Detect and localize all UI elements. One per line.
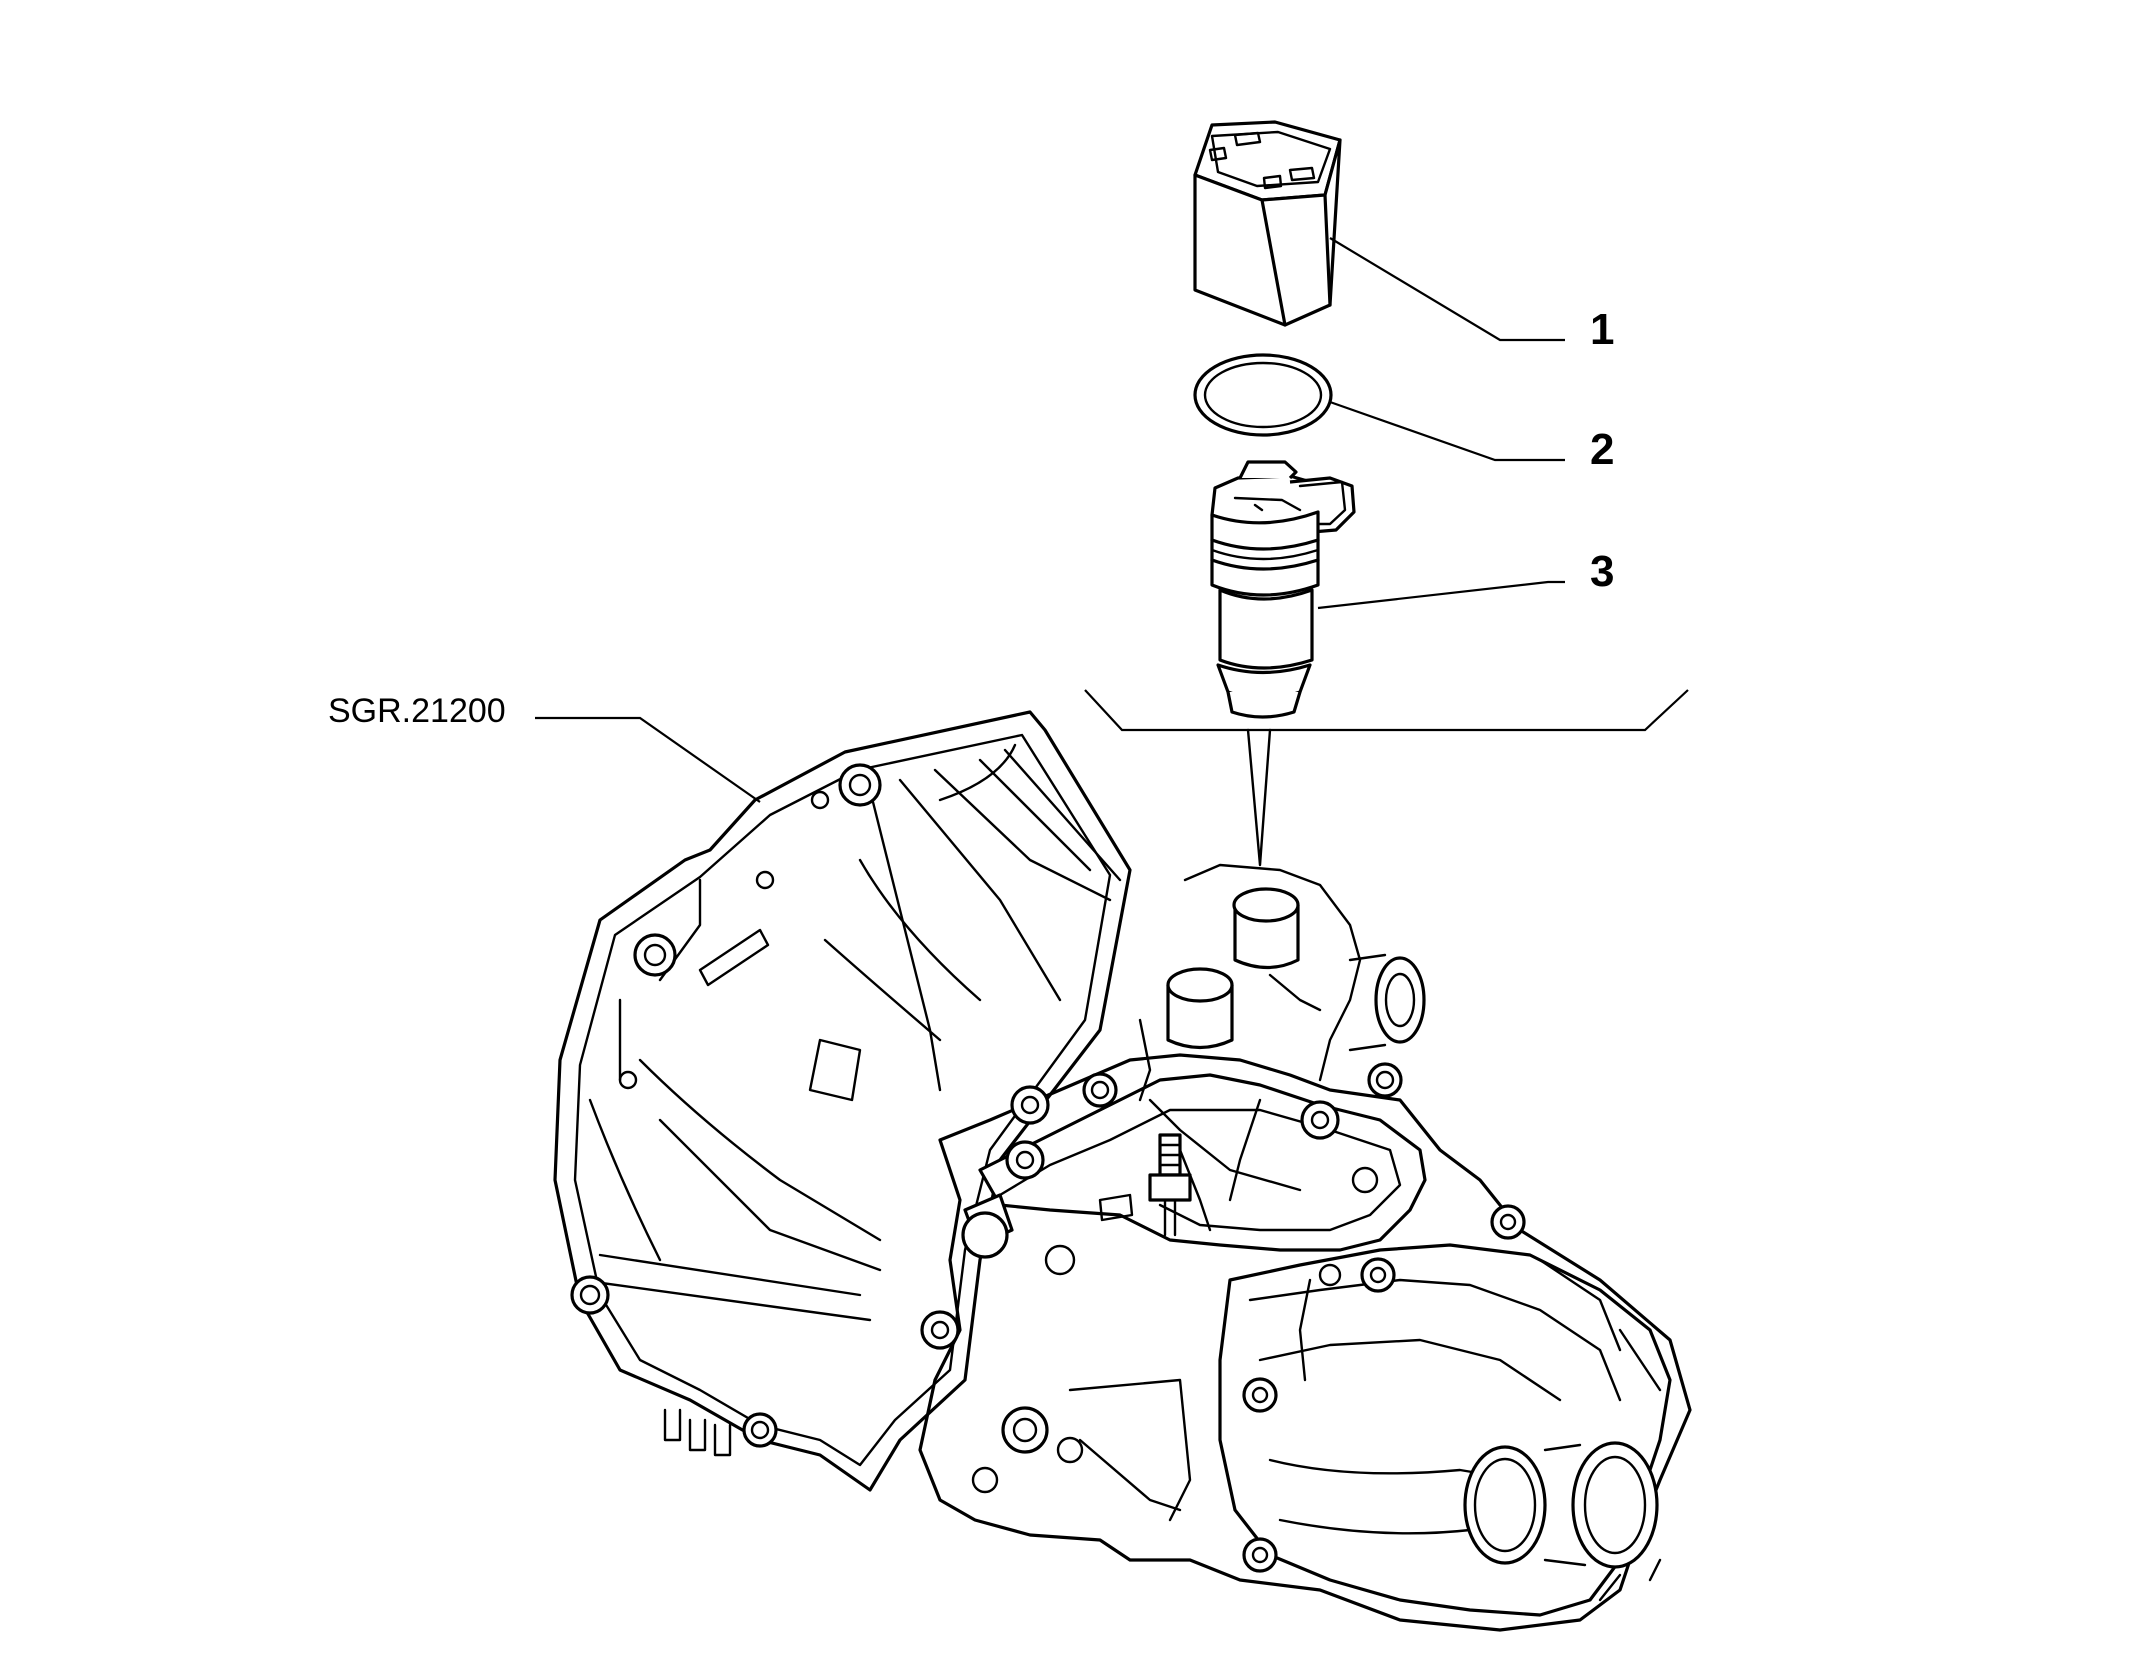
reference-label: SGR.21200 [328, 692, 506, 730]
gearbox-housing [553, 710, 1692, 1632]
group-bracket [1084, 689, 1689, 732]
leader-3 [1317, 580, 1565, 610]
o-ring-part [1193, 353, 1333, 437]
leader-1 [1329, 237, 1565, 342]
callout-3: 3 [1590, 547, 1614, 596]
speed-sensor-part [1210, 460, 1356, 719]
callout-2: 2 [1590, 425, 1614, 474]
hex-cap-part [1193, 120, 1342, 327]
leader-lines [535, 237, 1689, 867]
leader-2 [1329, 400, 1565, 462]
group-pointer [1246, 728, 1272, 867]
callout-1: 1 [1590, 305, 1614, 354]
callout-labels: 1 2 3 SGR.21200 [328, 305, 1614, 730]
reference-leader [535, 716, 761, 803]
